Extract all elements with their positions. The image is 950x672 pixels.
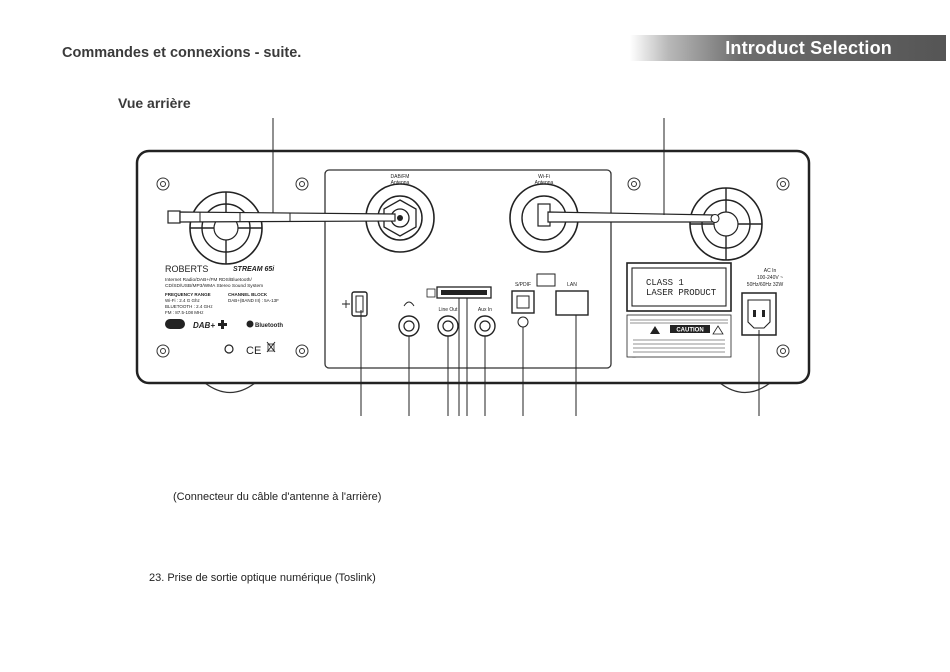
header-title: Introduct Selection [725, 38, 892, 58]
section-title: Commandes et connexions - suite. [62, 45, 302, 61]
freq-fm: FM : 87.5-108 MHz [165, 310, 204, 315]
description-line-1: Internet Radio/DAB+/FM RDS/Bluetooth/ [165, 277, 252, 283]
aux-in-label: Aux In [478, 307, 492, 313]
headphone-icon [403, 301, 415, 307]
lan-port: LAN [555, 282, 589, 316]
certification-logos: DAB+ Bluetooth CE [165, 319, 283, 357]
freq-wifi: Wi-Fi : 2.4 G Ghz [165, 298, 201, 303]
laser-label: CLASS 1 LASER PRODUCT [626, 262, 732, 312]
right-foot [719, 382, 771, 394]
wifi-antenna-label-2: Antenna [535, 180, 554, 186]
wifi-antenna-connector [509, 183, 579, 253]
line-out-jack: Line Out [437, 307, 459, 337]
headphone-jack [398, 301, 420, 337]
left-antenna-mount [189, 191, 263, 265]
channel-header: CHANNEL BLOCK [228, 292, 268, 297]
wifi-antenna-label-1: Wi-Fi [538, 174, 550, 180]
sd-card-slot [426, 286, 492, 299]
dab-antenna-label-2: Antenna [391, 180, 410, 186]
item-23-caption: 23. Prise de sortie optique numérique (T… [149, 572, 376, 584]
ac-label-3: 50Hz/60Hz 32W [747, 282, 784, 288]
aux-in-jack: Aux In [474, 307, 496, 337]
spdif-port: S/PDIF [511, 273, 556, 328]
caution-text: CAUTION [676, 328, 703, 334]
right-antenna-mount [689, 187, 763, 261]
laser-line-1: CLASS 1 [646, 278, 684, 288]
line-out-label: Line Out [439, 307, 459, 313]
svg-text:CE: CE [246, 345, 261, 357]
usb-icon [342, 300, 350, 308]
header-band [630, 35, 946, 61]
left-antenna-rod [167, 210, 396, 224]
ac-label-1: AC In [764, 268, 777, 274]
caution-label: CAUTION [626, 314, 732, 358]
antenna-note: (Connecteur du câble d'antenne à l'arriè… [173, 491, 382, 503]
callout-lines-bottom [360, 298, 760, 416]
freq-header: FREQUENCY RANGE [165, 292, 211, 297]
ac-input: AC In 100-240V ~ 50Hz/60Hz 32W [741, 268, 784, 336]
dab-antenna-connector [365, 183, 435, 253]
description-line-2: CD/SD/USB/MP3/WMA Stereo Sound System [165, 283, 263, 289]
freq-bluetooth: BLUETOOTH : 2.4 GHz [165, 304, 213, 309]
spdif-label: S/PDIF [515, 282, 531, 288]
callout-lines-top [272, 118, 665, 215]
model-logo: STREAM 65i [233, 266, 275, 273]
laser-line-2: LASER PRODUCT [646, 288, 717, 298]
subsection-title: Vue arrière [118, 95, 191, 111]
ac-label-2: 100-240V ~ [757, 275, 783, 281]
lan-label: LAN [567, 282, 577, 288]
dab-antenna-label-1: DAB/FM [391, 174, 410, 180]
usb-port [342, 291, 368, 317]
right-antenna-rod [547, 211, 720, 224]
bluetooth-logo: Bluetooth [255, 323, 283, 329]
left-foot [204, 382, 256, 394]
channel-dab: DAB+(BAND III) : 5A-13F [228, 298, 279, 303]
dab-logo: DAB+ [193, 321, 215, 330]
brand-logo: ROBERTS [165, 264, 208, 274]
